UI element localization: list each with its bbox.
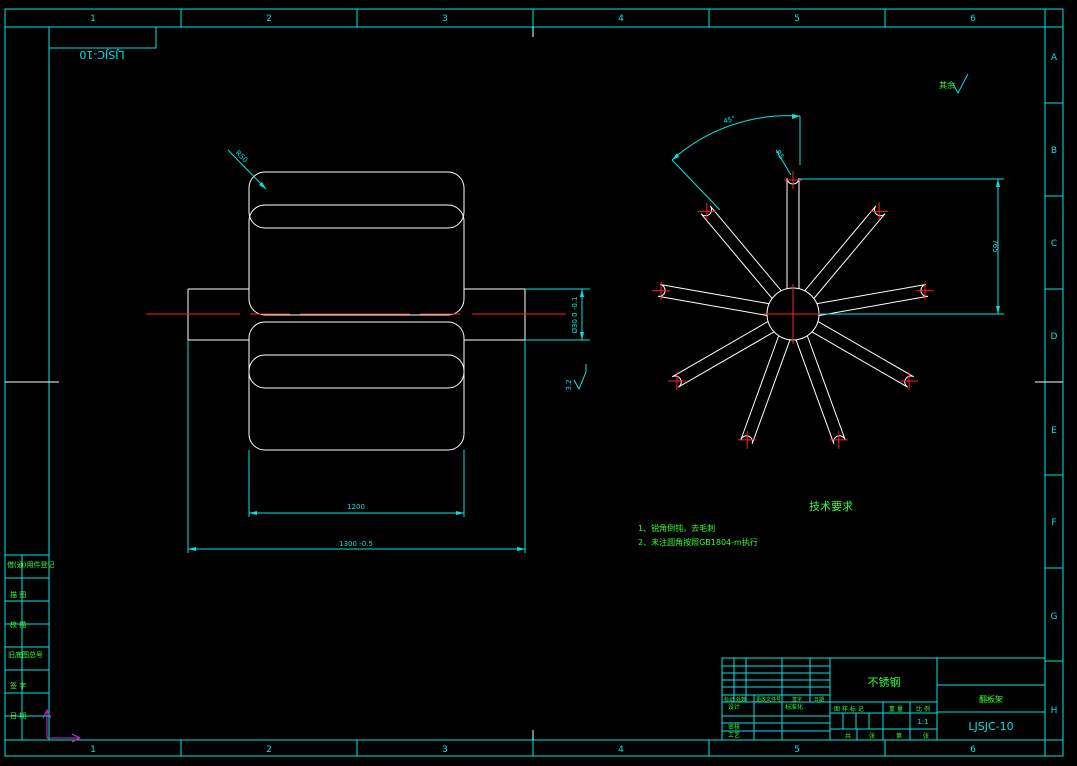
stamp-label-4: 旧底图总号 xyxy=(8,650,43,659)
col-label-top-6: 6 xyxy=(970,14,976,24)
overall-length-label: 1300 -0.5 xyxy=(339,540,373,548)
stamp-label-6: 日 期 xyxy=(10,712,26,720)
ucs-axis-icon xyxy=(42,708,82,743)
scale-header: 比 例 xyxy=(916,705,930,713)
col-label-top-1: 1 xyxy=(90,14,96,24)
angle-label: 45° xyxy=(722,115,736,126)
col-label-top-2: 2 xyxy=(266,14,272,24)
part-name-label: 翻板架 xyxy=(979,694,1003,704)
side-view-arrowheads xyxy=(672,114,1000,314)
row-label-g: G xyxy=(1051,612,1058,622)
review-label: 审核 xyxy=(728,723,740,731)
spoke-1 xyxy=(786,177,800,292)
col-label-bottom-6: 6 xyxy=(970,745,976,755)
design-label: 设计 xyxy=(728,703,740,711)
roughness-label: 3.2 xyxy=(565,379,573,390)
revision-header-count: 处数 xyxy=(736,696,746,703)
corner-radius-label: R50 xyxy=(234,149,249,164)
title-block xyxy=(721,657,1046,741)
hub-centerline xyxy=(763,284,823,344)
col-label-bottom-5: 5 xyxy=(794,745,800,755)
revision-header-sign: 签字 xyxy=(792,696,802,703)
tech-requirement-1: 1、锐角倒钝，去毛刺 xyxy=(638,523,715,533)
front-view-flange-upper xyxy=(248,204,465,316)
tech-requirements-title: 技术要求 xyxy=(809,500,853,513)
row-label-c: C xyxy=(1051,239,1057,249)
spoke-8 xyxy=(657,283,773,317)
title-block-drawing-number: LJSJC-10 xyxy=(968,720,1013,733)
front-view-arrowheads xyxy=(188,182,584,551)
drawing-number-mirrored: LJSJC-10 xyxy=(79,48,124,61)
front-view-flange-lower xyxy=(248,321,465,389)
side-view xyxy=(652,171,934,449)
spoke-7 xyxy=(671,319,778,388)
row-label-a: A xyxy=(1051,53,1058,63)
spoke-2 xyxy=(802,205,886,302)
front-view-flange-top xyxy=(248,171,465,229)
tech-requirement-2: 2、未注圆角按照GB1804-m执行 xyxy=(638,537,758,547)
col-label-top-5: 5 xyxy=(794,14,800,24)
left-stamp-column xyxy=(4,554,50,741)
spoke-5 xyxy=(794,332,846,445)
row-label-h: H xyxy=(1051,706,1058,716)
stamp-label-5: 签 字 xyxy=(10,681,26,690)
stamp-label-1: 借(通)用件登记 xyxy=(7,560,54,569)
weight-header: 重 量 xyxy=(889,705,903,713)
spoke-3 xyxy=(813,283,929,317)
stage-row-label: 图 样 标 记 xyxy=(834,705,864,713)
drawing-number-mirrored-box: LJSJC-10 xyxy=(48,26,157,61)
sheet-number-label: 第 xyxy=(896,732,902,740)
tech-requirements: 技术要求 1、锐角倒钝，去毛刺 2、未注圆角按照GB1804-m执行 xyxy=(638,500,853,547)
col-label-bottom-1: 1 xyxy=(90,745,96,755)
standard-label: 标准化 xyxy=(785,703,803,711)
col-label-bottom-3: 3 xyxy=(442,745,448,755)
revision-header-mark: 标记 xyxy=(724,696,734,703)
inner-width-label: 1200 xyxy=(347,503,365,511)
col-label-top-4: 4 xyxy=(618,14,624,24)
spoke-6 xyxy=(740,332,792,445)
col-label-bottom-4: 4 xyxy=(618,745,624,755)
row-label-b: B xyxy=(1051,146,1057,156)
hole-radius-label: R5 xyxy=(774,149,786,161)
front-view-flange-bottom xyxy=(248,354,465,451)
scale-value: 1:1 xyxy=(917,718,928,726)
front-view xyxy=(187,171,526,451)
stamp-label-3: 校 描 xyxy=(10,620,26,629)
side-view-spokes xyxy=(652,171,934,449)
material-label: 不锈钢 xyxy=(868,676,901,689)
spoke-4 xyxy=(808,319,915,388)
process-label: 工艺 xyxy=(728,731,740,739)
col-label-bottom-2: 2 xyxy=(266,745,272,755)
sheet-total-label: 共 xyxy=(845,732,851,740)
front-view-dimensions xyxy=(187,149,590,553)
revision-header-doc: 更改文件号 xyxy=(756,696,781,703)
row-label-e: E xyxy=(1051,426,1057,436)
finish-mark-label: 其余 xyxy=(939,80,955,90)
side-view-dimensions xyxy=(671,73,1004,315)
stamp-label-2: 描 图 xyxy=(10,590,26,599)
radius-dim-label: 765 xyxy=(991,239,999,252)
col-label-top-3: 3 xyxy=(442,14,448,24)
row-label-f: F xyxy=(1051,518,1056,528)
sheet-total-unit: 张 xyxy=(869,732,875,740)
revision-header-date: 日期 xyxy=(814,697,824,703)
row-label-d: D xyxy=(1051,332,1058,342)
centering-marks xyxy=(5,27,1063,740)
drawing-frame xyxy=(4,8,1064,757)
spoke-9 xyxy=(700,205,784,302)
sheet-number-unit: 张 xyxy=(923,732,929,740)
diameter-label: Ø30 0 -0.1 xyxy=(571,297,579,334)
